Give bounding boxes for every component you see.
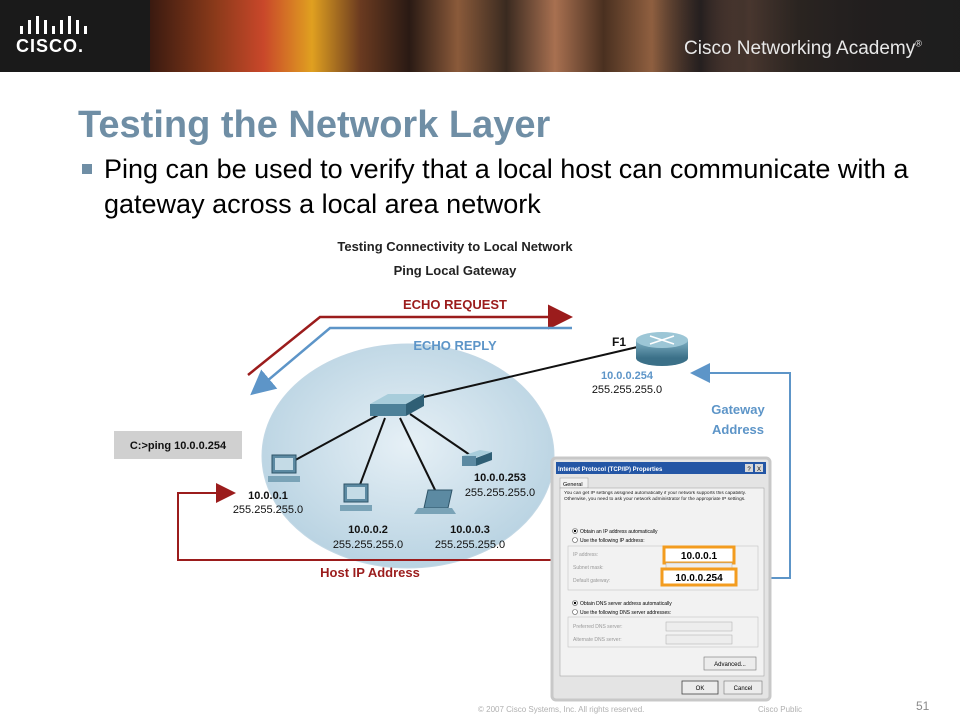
router-mask: 255.255.255.0 — [592, 384, 662, 396]
svg-text:Advanced...: Advanced... — [714, 662, 746, 668]
tcpip-properties-dialog: Internet Protocol (TCP/IP) Properties ? … — [550, 456, 772, 702]
echo-request-arrow — [247, 304, 573, 376]
svg-text:10.0.0.1: 10.0.0.1 — [681, 551, 718, 562]
host-2-mask: 255.255.255.0 — [333, 539, 403, 551]
host-laptop-icon — [414, 489, 456, 514]
radio-manual-ip[interactable] — [572, 537, 578, 543]
svg-text:Default gateway:: Default gateway: — [573, 578, 610, 584]
svg-text:Cancel: Cancel — [734, 686, 753, 692]
svg-text:X: X — [757, 467, 761, 473]
cancel-button[interactable] — [723, 680, 763, 695]
svg-text:IP address:: IP address: — [573, 552, 598, 558]
svg-text:Use the following IP address:: Use the following IP address: — [580, 538, 645, 544]
echo-reply-label: ECHO REPLY — [413, 338, 497, 353]
host-4-mask: 255.255.255.0 — [465, 487, 535, 499]
footer-classification: Cisco Public — [758, 705, 803, 714]
host-3-mask: 255.255.255.0 — [435, 539, 505, 551]
echo-reply-arrow — [250, 326, 572, 396]
svg-text:?: ? — [747, 467, 751, 473]
router-icon — [636, 332, 688, 366]
bullet-marker-icon — [82, 164, 92, 174]
echo-request-label: ECHO REQUEST — [403, 297, 507, 312]
svg-text:10.0.0.254: 10.0.0.254 — [675, 573, 723, 584]
switch-icon — [370, 394, 424, 416]
host-4-ip: 10.0.0.253 — [474, 472, 526, 484]
default-gateway-field[interactable] — [660, 567, 738, 587]
slide-title: Testing the Network Layer — [78, 104, 551, 146]
host-pc-icon — [268, 454, 300, 482]
academy-brand: Cisco Networking Academy® — [684, 38, 922, 59]
router-interface-label: F1 — [612, 335, 626, 349]
svg-text:OK: OK — [696, 686, 705, 692]
host-3-ip: 10.0.0.3 — [450, 524, 490, 536]
dialog-intro: You can get IP settings assigned automat… — [564, 491, 747, 502]
host-1-mask: 255.255.255.0 — [233, 504, 303, 516]
ping-command-box — [114, 431, 242, 459]
radio-manual-dns[interactable] — [572, 609, 578, 615]
router-ip: 10.0.0.254 — [601, 370, 654, 382]
lan-area — [261, 343, 555, 569]
dialog-help-button[interactable] — [745, 464, 753, 472]
advanced-button[interactable] — [703, 656, 757, 671]
ping-command: C:>ping 10.0.0.254 — [130, 440, 227, 452]
svg-text:Alternate DNS server:: Alternate DNS server: — [573, 637, 622, 643]
dialog-close-button[interactable] — [755, 464, 763, 472]
svg-text:General: General — [563, 482, 583, 488]
cisco-bridge-icon — [20, 16, 87, 34]
svg-text:Subnet mask:: Subnet mask: — [573, 565, 604, 571]
preferred-dns-field[interactable] — [665, 621, 733, 632]
host-2-ip: 10.0.0.2 — [348, 524, 388, 536]
bullet-text: Ping can be used to verify that a local … — [104, 154, 909, 219]
cisco-brand-text: CISCO. — [16, 36, 85, 56]
diagram-subheading: Ping Local Gateway — [394, 263, 518, 278]
host-ip-label: Host IP Address — [320, 565, 420, 580]
host-ip-arrow — [177, 483, 662, 561]
ok-button[interactable] — [681, 680, 719, 695]
alternate-dns-field[interactable] — [665, 634, 733, 645]
svg-text:Obtain an IP address automatic: Obtain an IP address automatically — [580, 529, 658, 535]
host-1-ip: 10.0.0.1 — [248, 490, 288, 502]
svg-text:Obtain DNS server address auto: Obtain DNS server address automatically — [580, 601, 672, 607]
gateway-label-line2: Address — [712, 422, 764, 437]
gateway-label-line1: Gateway — [711, 402, 765, 417]
header-banner: CISCO. Cisco Networking Academy® — [0, 0, 960, 72]
page-number: 51 — [916, 699, 930, 713]
dialog-title: Internet Protocol (TCP/IP) Properties — [558, 467, 663, 473]
host-pc-icon — [340, 483, 372, 511]
diagram-heading: Testing Connectivity to Local Network — [337, 239, 573, 254]
footer-copyright: © 2007 Cisco Systems, Inc. All rights re… — [478, 705, 645, 714]
host-printer-icon — [462, 450, 492, 466]
svg-text:Preferred DNS server:: Preferred DNS server: — [573, 624, 622, 630]
svg-text:Use the following DNS server a: Use the following DNS server addresses: — [580, 610, 671, 616]
